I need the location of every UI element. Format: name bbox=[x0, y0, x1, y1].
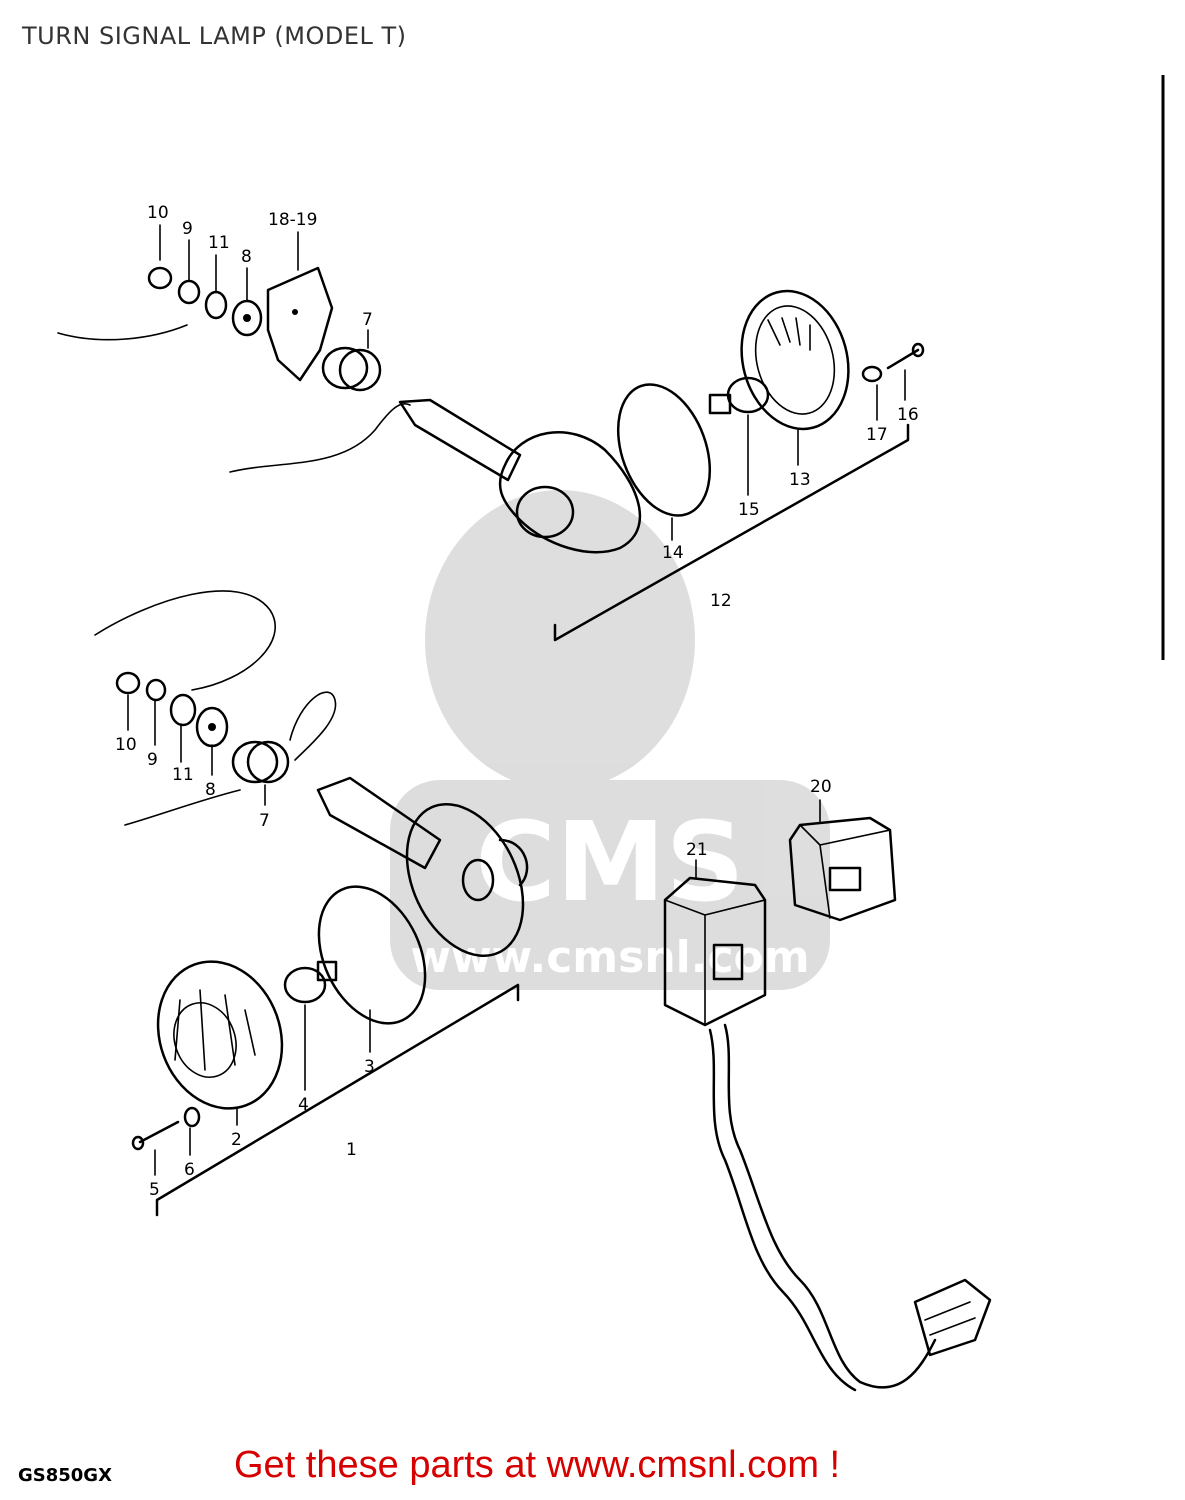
callout: 15 bbox=[738, 500, 760, 520]
callout: 3 bbox=[364, 1057, 375, 1077]
callout: 16 bbox=[897, 405, 919, 425]
callout: 12 bbox=[710, 591, 732, 611]
callout: 11 bbox=[208, 233, 230, 253]
callout: 6 bbox=[184, 1160, 195, 1180]
callout: 8 bbox=[241, 247, 252, 267]
callout: 21 bbox=[686, 840, 708, 860]
callout: 1 bbox=[346, 1140, 357, 1160]
callouts-lower: 10 9 11 8 7 20 21 3 4 2 6 5 1 bbox=[115, 735, 832, 1200]
callout: 14 bbox=[662, 543, 684, 563]
callout: 10 bbox=[115, 735, 137, 755]
callout: 5 bbox=[149, 1180, 160, 1200]
watermark-logo: CMS www.cmsnl.com bbox=[390, 490, 830, 990]
watermark-brand: CMS bbox=[475, 798, 744, 926]
callout: 7 bbox=[259, 811, 270, 831]
callout: 17 bbox=[866, 425, 888, 445]
model-code: GS850GX bbox=[18, 1465, 112, 1486]
upper-lamp-assembly bbox=[57, 224, 925, 642]
callout: 8 bbox=[205, 780, 216, 800]
callout: 10 bbox=[147, 203, 169, 223]
cta-link[interactable]: Get these parts at www.cmsnl.com ! bbox=[234, 1444, 841, 1486]
page-title: TURN SIGNAL LAMP (MODEL T) bbox=[22, 22, 407, 50]
watermark-site: www.cmsnl.com bbox=[410, 932, 809, 983]
callout: 13 bbox=[789, 470, 811, 490]
callout: 7 bbox=[362, 310, 373, 330]
relay-units bbox=[663, 799, 992, 1392]
callout: 18-19 bbox=[268, 210, 317, 230]
callout: 9 bbox=[147, 750, 158, 770]
callout: 9 bbox=[182, 219, 193, 239]
lower-lamp-assembly bbox=[94, 590, 529, 1217]
callout: 4 bbox=[298, 1095, 309, 1115]
callout: 20 bbox=[810, 777, 832, 797]
callout: 2 bbox=[231, 1130, 242, 1150]
callout: 11 bbox=[172, 765, 194, 785]
callouts-upper: 10 9 11 8 18-19 7 17 16 13 15 14 12 bbox=[147, 203, 919, 611]
